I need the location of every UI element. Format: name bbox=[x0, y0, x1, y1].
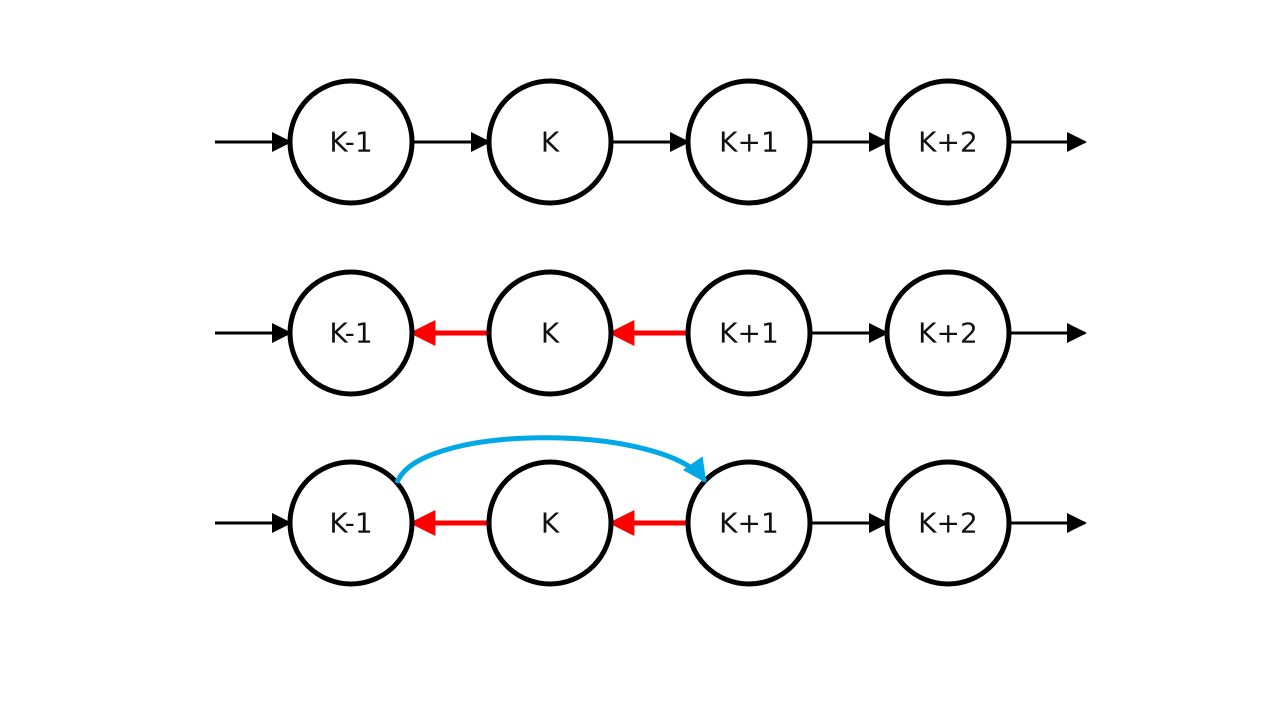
node-label: K+1 bbox=[719, 317, 779, 350]
node: K+1 bbox=[685, 269, 813, 397]
node-circle bbox=[685, 78, 813, 206]
node: K+2 bbox=[884, 459, 1012, 587]
node-circle bbox=[685, 269, 813, 397]
node-circle bbox=[884, 459, 1012, 587]
node: K bbox=[486, 78, 614, 206]
node: K+2 bbox=[884, 269, 1012, 397]
jump-arrow bbox=[394, 435, 708, 485]
node-label: K bbox=[541, 317, 560, 350]
row-3: K-1 K K+1 K+2 bbox=[215, 435, 1087, 587]
node-label: K bbox=[541, 126, 560, 159]
node-label: K+2 bbox=[918, 126, 978, 159]
node-label: K-1 bbox=[329, 317, 372, 350]
node-circle bbox=[486, 78, 614, 206]
node-label: K+1 bbox=[719, 507, 779, 540]
node: K-1 bbox=[287, 269, 415, 397]
node-circle bbox=[486, 269, 614, 397]
node-circle bbox=[884, 269, 1012, 397]
node: K bbox=[486, 269, 614, 397]
node-circle bbox=[486, 459, 614, 587]
node-label: K+1 bbox=[719, 126, 779, 159]
node: K+1 bbox=[685, 78, 813, 206]
row-1: K-1 K K+1 K+2 bbox=[215, 78, 1087, 206]
node-label: K-1 bbox=[329, 507, 372, 540]
node-circle bbox=[287, 459, 415, 587]
node-circle bbox=[884, 78, 1012, 206]
node-circle bbox=[685, 459, 813, 587]
node-label: K-1 bbox=[329, 126, 372, 159]
node: K+1 bbox=[685, 459, 813, 587]
node-circle bbox=[287, 269, 415, 397]
node-label: K+2 bbox=[918, 507, 978, 540]
row-2: K-1 K K+1 K+2 bbox=[215, 269, 1087, 397]
node-label: K bbox=[541, 507, 560, 540]
node: K bbox=[486, 459, 614, 587]
node: K-1 bbox=[287, 459, 415, 587]
node: K+2 bbox=[884, 78, 1012, 206]
node-label: K+2 bbox=[918, 317, 978, 350]
node-circle bbox=[287, 78, 415, 206]
node: K-1 bbox=[287, 78, 415, 206]
